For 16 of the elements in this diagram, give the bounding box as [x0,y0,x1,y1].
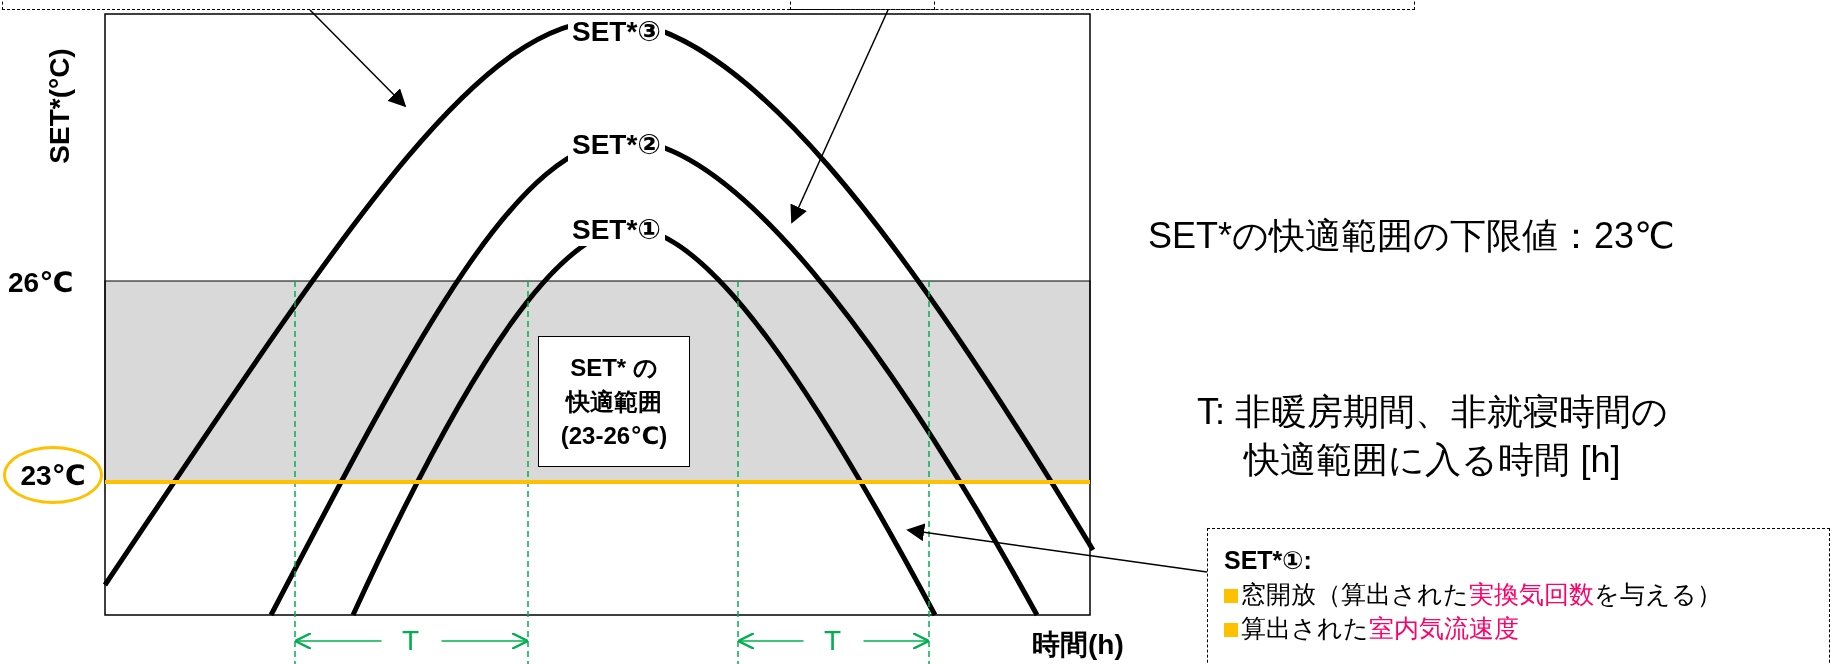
annotation-box: SET* の快適範囲(23-26℃) [538,336,690,467]
leader-line [790,9,889,224]
leader-line [309,9,407,108]
highlight-ellipse: 23℃ [3,446,103,504]
note-text: SET*の快適範囲の下限値：23℃ [1148,214,1675,258]
axis-title: SET*(°C) [44,47,76,166]
axis-title: 時間(h) [1032,628,1124,662]
note-text: 窓開放（算出された実換気回数を与える） [1241,580,1722,608]
dimension-label: T [402,625,420,657]
note-text: T: 非暖房期間、非就寝時間の快適範囲に入る時間 [h] [1196,390,1669,482]
note-box [1207,528,1830,664]
dimension-label: T [824,625,842,657]
note-text: 算出された室内気流速度 [1241,614,1519,642]
note-heading: SET*①: [1224,546,1312,574]
leader-line [906,523,1208,573]
axis-tick-label: 26℃ [8,266,74,299]
